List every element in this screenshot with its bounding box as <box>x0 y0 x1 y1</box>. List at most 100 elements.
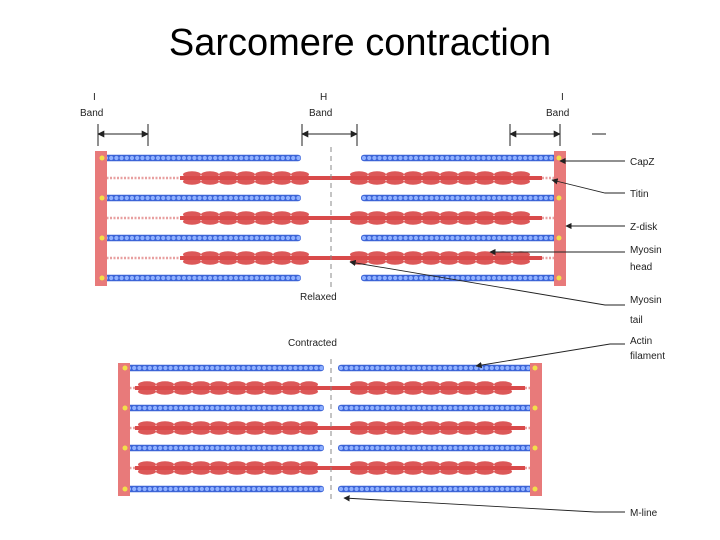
actin-bead <box>411 405 416 411</box>
actin-bead <box>275 235 280 241</box>
actin-bead <box>491 235 497 241</box>
actin-bead <box>517 235 523 241</box>
actin-bead <box>137 445 142 451</box>
actin-bead <box>244 275 249 281</box>
actin-bead <box>408 275 413 281</box>
myosin-head <box>192 421 210 428</box>
actin-bead <box>445 155 450 161</box>
actin-bead <box>256 445 262 451</box>
myosin-head <box>183 178 201 185</box>
actin-bead <box>244 155 249 161</box>
actin-bead <box>377 155 382 161</box>
actin-bead <box>505 405 510 411</box>
actin-bead <box>319 365 324 371</box>
myosin-head <box>440 421 458 428</box>
myosin-head <box>174 421 192 428</box>
actin-bead <box>479 365 484 371</box>
actin-bead <box>239 195 244 201</box>
myosin-head <box>264 468 282 475</box>
actin-bead <box>109 155 114 161</box>
actin-bead <box>277 405 282 411</box>
actin-bead <box>150 195 155 201</box>
myosin-head <box>386 258 404 265</box>
actin-bead <box>158 405 163 411</box>
actin-bead <box>176 275 181 281</box>
actin-bead <box>512 275 517 281</box>
myosin-head <box>237 178 255 185</box>
actin-bead <box>413 275 419 281</box>
myosin-head <box>440 381 458 388</box>
actin-bead <box>398 275 403 281</box>
actin-bead <box>406 445 411 451</box>
actin-bead <box>486 155 491 161</box>
actin-bead <box>396 486 401 492</box>
myosin-head <box>440 468 458 475</box>
actin-bead <box>230 445 236 451</box>
capz <box>122 365 128 371</box>
actin-bead <box>396 365 401 371</box>
myosin-head <box>264 428 282 435</box>
actin-bead <box>308 405 314 411</box>
myosin-head <box>174 461 192 468</box>
myosin-head <box>458 211 476 218</box>
actin-bead <box>377 275 382 281</box>
actin-bead <box>168 445 173 451</box>
actin-bead <box>512 195 517 201</box>
myosin-head <box>273 178 291 185</box>
actin-bead <box>218 155 223 161</box>
myosin-head <box>476 211 494 218</box>
myosin-head <box>282 388 300 395</box>
myosin-head <box>494 421 512 428</box>
actin-bead <box>236 445 241 451</box>
myosin-head <box>350 211 368 218</box>
actin-bead <box>364 486 370 492</box>
actin-bead <box>411 445 416 451</box>
myosin-head <box>350 428 368 435</box>
myosin-head <box>512 171 530 178</box>
actin-bead <box>453 445 458 451</box>
actin-bead <box>403 155 408 161</box>
actin-bead <box>228 195 233 201</box>
myosin-head <box>237 218 255 225</box>
actin-bead <box>259 195 265 201</box>
myosin-head <box>386 461 404 468</box>
myosin-head <box>404 421 422 428</box>
myosin-head <box>219 251 237 258</box>
actin-bead <box>163 445 168 451</box>
myosin-head <box>386 468 404 475</box>
myosin-head <box>255 211 273 218</box>
actin-bead <box>491 275 497 281</box>
myosin-head <box>476 218 494 225</box>
actin-bead <box>387 235 393 241</box>
actin-bead <box>199 445 204 451</box>
actin-bead <box>202 195 207 201</box>
myosin-head <box>404 381 422 388</box>
actin-bead <box>288 486 293 492</box>
actin-bead <box>408 235 413 241</box>
actin-bead <box>215 486 220 492</box>
actin-bead <box>207 155 213 161</box>
actin-bead <box>265 195 270 201</box>
myosin-head <box>282 428 300 435</box>
myosin-head <box>246 381 264 388</box>
actin-bead <box>163 365 168 371</box>
actin-bead <box>463 486 468 492</box>
callout-myosin-head-2: head <box>630 262 652 273</box>
actin-bead <box>189 486 194 492</box>
myosin-head <box>138 388 156 395</box>
myosin-head <box>300 388 318 395</box>
actin-bead <box>468 365 474 371</box>
actin-bead <box>458 405 463 411</box>
actin-bead <box>403 235 408 241</box>
actin-bead <box>474 365 479 371</box>
myosin-head <box>255 218 273 225</box>
myosin-head <box>264 421 282 428</box>
actin-bead <box>272 486 277 492</box>
myosin-head <box>174 388 192 395</box>
capz <box>556 155 562 161</box>
actin-bead <box>230 405 236 411</box>
actin-bead <box>218 195 223 201</box>
myosin-head <box>210 468 228 475</box>
myosin-head <box>458 468 476 475</box>
callout-myosin-tail-1: Myosin <box>630 295 662 306</box>
